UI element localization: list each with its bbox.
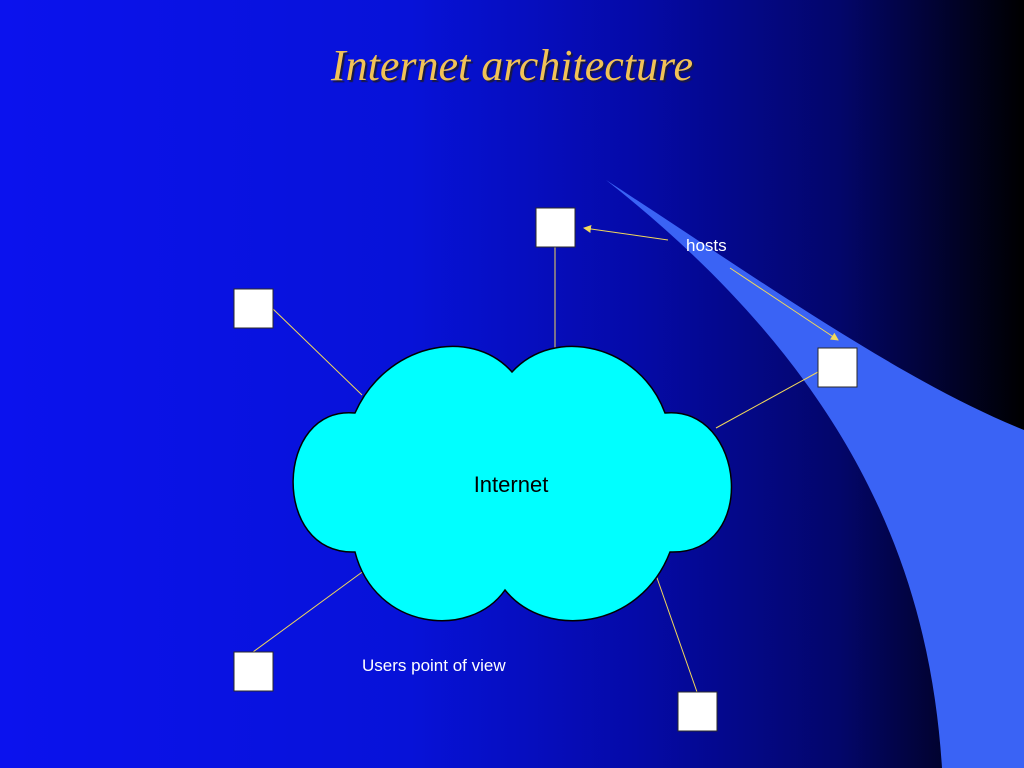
link-right-host: [715, 371, 819, 429]
host-lower-left: [233, 651, 274, 692]
hosts-arrow-top: [583, 225, 669, 241]
link-lower-left-host: [252, 569, 366, 653]
hosts-label: hosts: [686, 236, 727, 255]
decorative-swoosh: [606, 180, 1024, 768]
diagram-caption: Users point of view: [362, 656, 506, 675]
host-upper-left: [233, 288, 274, 329]
cloud-label: Internet: [473, 472, 549, 497]
internet-cloud: [292, 345, 733, 622]
link-lower-right-host: [655, 574, 698, 693]
hosts-arrow-right: [729, 267, 839, 341]
slide-title: Internet architecture: [330, 41, 694, 90]
host-lower-right: [677, 691, 718, 732]
host-right: [817, 347, 858, 388]
host-top: [535, 207, 576, 248]
link-upper-left-host: [271, 307, 363, 396]
